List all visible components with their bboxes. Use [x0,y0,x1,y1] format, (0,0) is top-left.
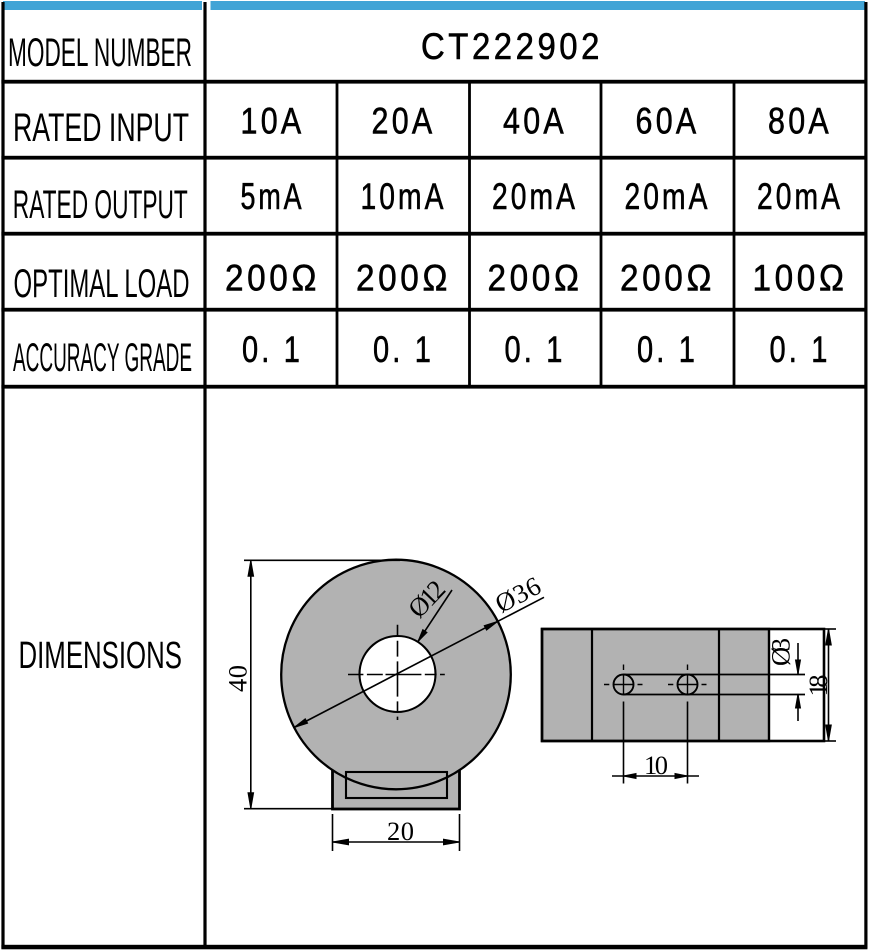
svg-text:20A: 20A [372,101,436,142]
svg-text:40A: 40A [503,101,567,142]
svg-text:Ø3: Ø3 [766,638,796,666]
svg-text:5mA: 5mA [241,176,305,217]
svg-text:100Ω: 100Ω [753,258,848,299]
svg-text:0. 1: 0. 1 [505,329,566,370]
svg-text:Ø36: Ø36 [490,570,546,618]
svg-text:20mA: 20mA [492,176,578,217]
svg-text:0. 1: 0. 1 [770,329,831,370]
svg-text:18: 18 [803,675,833,697]
svg-text:RATED INPUT: RATED INPUT [13,106,189,150]
svg-text:10A: 10A [241,101,305,142]
svg-text:CT222902: CT222902 [421,26,603,67]
svg-text:MODEL NUMBER: MODEL NUMBER [8,31,192,75]
svg-text:20: 20 [387,816,414,846]
svg-text:RATED OUTPUT: RATED OUTPUT [13,183,188,227]
svg-text:10mA: 10mA [361,176,447,217]
svg-text:60A: 60A [636,101,700,142]
svg-text:20mA: 20mA [625,176,711,217]
svg-text:200Ω: 200Ω [488,258,583,299]
svg-text:DIMENSIONS: DIMENSIONS [19,635,183,677]
svg-text:10: 10 [644,750,668,780]
svg-text:0. 1: 0. 1 [242,329,303,370]
svg-text:200Ω: 200Ω [356,258,451,299]
svg-text:OPTIMAL LOAD: OPTIMAL LOAD [14,262,190,306]
svg-text:80A: 80A [768,101,832,142]
svg-text:0. 1: 0. 1 [637,329,698,370]
svg-text:0. 1: 0. 1 [373,329,434,370]
svg-text:200Ω: 200Ω [620,258,715,299]
svg-text:20mA: 20mA [757,176,843,217]
svg-text:40: 40 [223,665,253,692]
svg-text:ACCURACY GRADE: ACCURACY GRADE [13,336,192,380]
svg-text:200Ω: 200Ω [225,258,320,299]
